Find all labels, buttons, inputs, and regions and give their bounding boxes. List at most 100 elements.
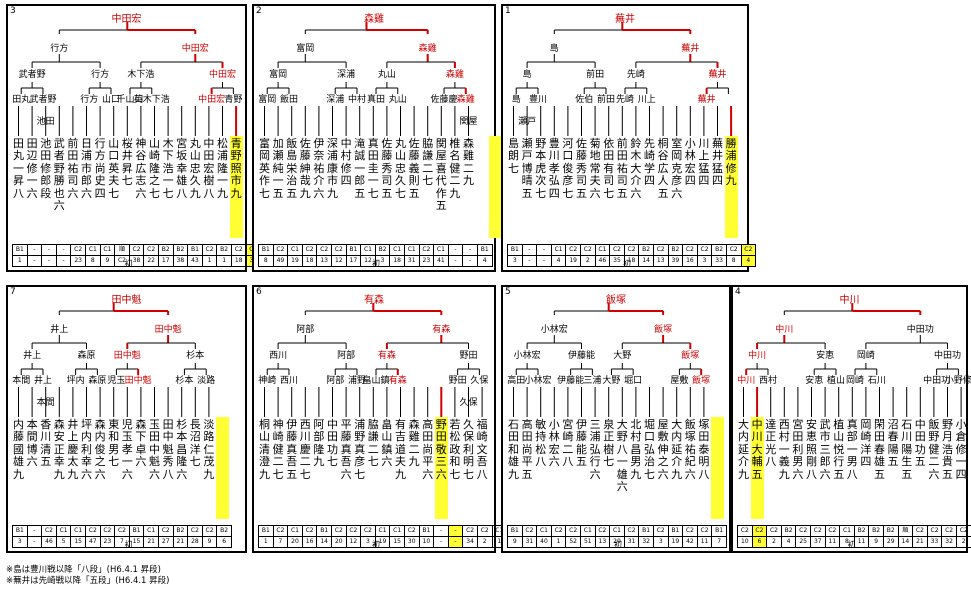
player-name-rank: 阿部隆九	[313, 418, 325, 469]
quarter-name: 三浦	[583, 376, 602, 386]
player-name-rank: 大内延介九	[671, 418, 683, 481]
block-winner-title: 飯塚	[606, 295, 626, 306]
record-cell: 12	[330, 255, 347, 267]
record-cell: 4	[550, 255, 567, 267]
final-name: 井上	[50, 325, 69, 335]
record-cell: C2	[740, 244, 757, 256]
record-cell: 31	[403, 255, 420, 267]
record-cell: -	[447, 244, 464, 256]
record-cell: 33	[711, 255, 727, 267]
record-cell: 17	[157, 255, 174, 267]
record-cell: 2	[476, 536, 493, 548]
footnote-1: ※島は豊川戦以降「八段」(H6.4.1 昇段)	[6, 565, 161, 575]
record-cell: -	[536, 255, 552, 267]
player-name-rank: 宮坂幸雄八	[176, 137, 188, 200]
player-name-rank: 内藤國雄九	[13, 418, 24, 481]
quarter-name: 杉本	[175, 376, 194, 386]
record-cell: 9	[868, 536, 884, 548]
record-cell: C2	[955, 525, 971, 537]
record-cell: C2	[99, 525, 116, 537]
record-cell: 47	[84, 536, 101, 548]
record-cell: 20	[287, 536, 303, 548]
first-round-marker: 初	[124, 540, 133, 549]
record-cell: C2	[128, 244, 145, 256]
player-name-rank: 敏持松八	[535, 418, 547, 469]
record-cell: B1	[12, 525, 28, 537]
record-cell: 31	[623, 536, 640, 548]
record-cell: B1	[316, 525, 332, 537]
record-cell: 9	[201, 536, 218, 548]
bracket-lines	[513, 22, 733, 136]
record-cell: 4	[740, 255, 757, 267]
quarter-name: 畠山鎮	[362, 376, 390, 386]
class-record-table: B1---C2C1C1順C2C2B2B2B1C2B2C2C21---2389C2…	[12, 244, 262, 267]
record-cell: 21	[143, 536, 159, 548]
player-name-rank: 行方尚史四	[94, 137, 106, 200]
record-cell: 2	[579, 255, 596, 267]
record-cell: C2	[682, 244, 698, 256]
record-cell: C2	[824, 525, 841, 537]
record-cell: B1	[258, 525, 274, 537]
semi-name: 先崎	[626, 70, 645, 80]
record-cell: 18	[389, 255, 405, 267]
record-cell: 21	[912, 536, 928, 548]
quarter-name: 石川	[867, 376, 886, 386]
record-cell: 6	[216, 536, 232, 548]
record-cell: B2	[868, 525, 884, 537]
record-cell: 1	[201, 255, 218, 267]
record-cell: -	[433, 536, 449, 548]
quarter-name: 堀口	[624, 376, 643, 386]
block-number: 1	[505, 6, 511, 16]
player-name-rank: 森内俊之六	[94, 418, 106, 481]
record-cell: 18	[230, 255, 247, 267]
player-name-rank: 淡路仁茂九	[203, 418, 215, 481]
player-name-rank: 野田敬三六	[435, 418, 447, 481]
record-cell: 14	[897, 536, 914, 548]
record-cell: B2	[216, 244, 232, 256]
player-name-rank: 山口英夫七	[108, 137, 120, 200]
quarter-name: 深浦	[326, 95, 345, 105]
bracket-lines	[513, 303, 705, 417]
player-name-rank: 田丸一昇八	[13, 137, 24, 200]
final-name: 阿部	[296, 325, 315, 335]
record-cell: C1	[403, 244, 420, 256]
record-cell: C1	[389, 244, 405, 256]
player-name-rank: 飯野健二六	[928, 418, 940, 481]
player-name-rank: 森雞二九	[463, 137, 474, 188]
record-cell: 17	[345, 255, 362, 267]
player-name-rank: 山崎隆之七	[149, 137, 160, 200]
record-cell: B2	[711, 244, 727, 256]
record-cell: C2	[201, 525, 218, 537]
record-cell: 1	[12, 255, 28, 267]
record-cell: 43	[187, 255, 203, 267]
winner-highlight	[229, 136, 243, 238]
footnote-2: ※蕪井は先崎戦以降「五段」(H6.4.1 昇段)	[6, 576, 170, 586]
record-cell: -	[55, 255, 72, 267]
player-name-rank: 岡崎洋四	[860, 418, 872, 469]
semi-name: 井上	[23, 351, 42, 361]
record-cell: 9	[99, 255, 116, 267]
record-cell: 28	[187, 536, 203, 548]
quarter-name: 千山口	[116, 95, 144, 105]
final-name: 中田功	[906, 325, 934, 335]
record-row: 1---2389C23822173843111830	[12, 255, 262, 267]
player-name-rank: 島朗七	[508, 137, 519, 175]
player-name-rank: 脇謙二七	[422, 137, 434, 188]
record-cell: C2	[41, 525, 57, 537]
player-name-rank: 玉田中魁六	[149, 418, 160, 481]
quarter-name: 佐藤慶	[430, 95, 458, 105]
semi-name: 杉本	[186, 351, 205, 361]
quarter-name: 英木下浩	[133, 95, 170, 105]
record-cell: -	[26, 244, 43, 256]
player-name-rank: 本間博六	[26, 418, 38, 469]
player-name-rank: 伊藤能五	[576, 418, 587, 469]
record-cell: C2	[594, 525, 611, 537]
semi-name: 前田	[586, 70, 605, 80]
record-cell: 42	[682, 536, 698, 548]
record-cell: C2	[696, 525, 713, 537]
player-name-rank: 西川慶二七	[299, 418, 311, 481]
